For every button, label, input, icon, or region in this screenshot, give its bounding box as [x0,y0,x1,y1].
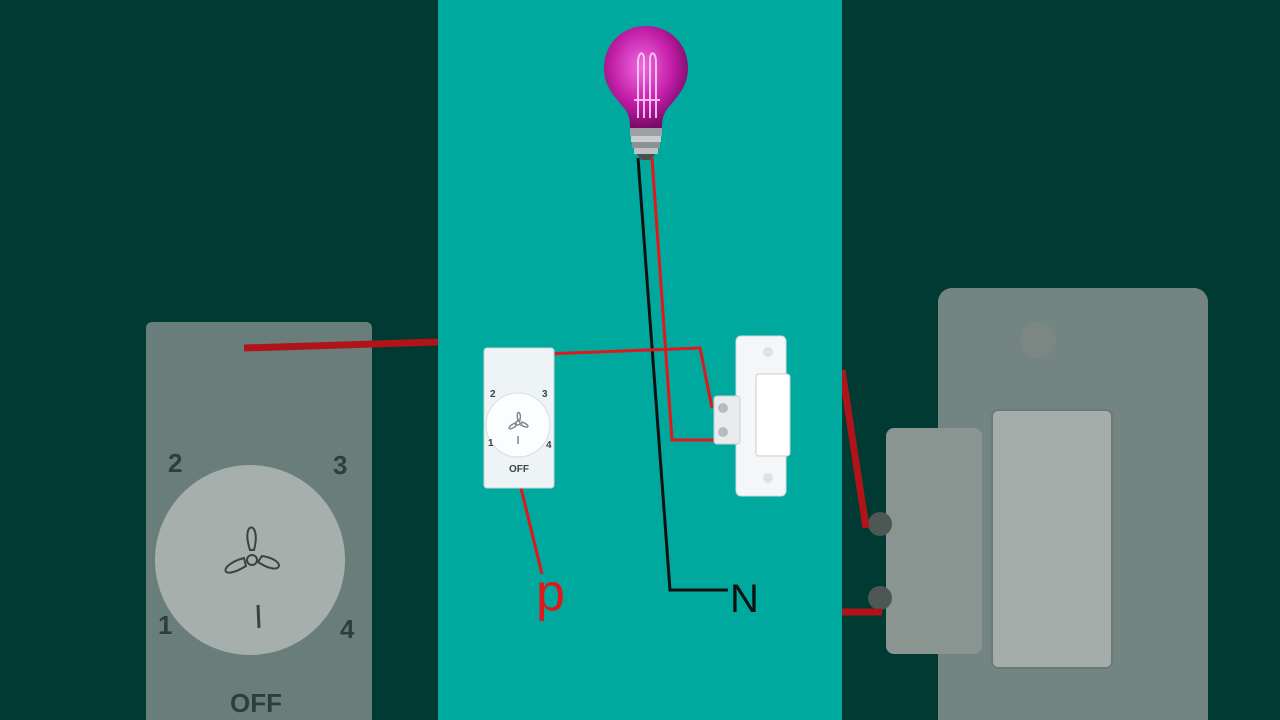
left-background-panel: 2 3 1 4 OFF [0,0,438,720]
zoomed-phase-wire [243,338,438,352]
light-bulb-icon [604,26,688,160]
zoomed-switch-rocker [991,409,1113,669]
zoomed-switch-screw [1020,322,1056,358]
zoomed-red-wire [842,369,870,529]
phase-label: p [536,564,565,622]
zoomed-switch-terminal [886,428,982,654]
marking-3: 3 [542,389,548,400]
marking-2: 2 [490,389,496,400]
regulator-to-switch-wire [517,346,714,409]
wiring-diagram: 2 3 1 4 OFF p N [438,0,842,720]
switch-icon [713,335,791,497]
right-zoomed-switch [842,288,1208,720]
marking-1: 1 [488,438,494,449]
switch-to-bulb-wire [650,157,716,442]
zoomed-fan-icon [224,526,280,574]
zoomed-marking-4: 4 [340,614,355,644]
right-background-panel [842,0,1280,720]
fan-regulator-icon [508,411,529,430]
left-zoomed-regulator: 2 3 1 4 OFF [146,322,438,720]
zoomed-off-label: OFF [230,688,282,718]
phase-supply-wire [518,483,544,575]
zoomed-marking-1: 1 [158,610,172,640]
neutral-wire [636,157,728,592]
marking-4: 4 [546,440,552,451]
fan-regulator: 2 3 1 4 OFF [483,347,555,489]
neutral-label: N [730,577,759,621]
zoomed-marking-3: 3 [333,450,347,480]
off-label: OFF [509,464,529,475]
wiring-diagram-canvas: 2 3 1 4 OFF p N [483,26,791,622]
zoomed-regulator-knob [155,465,345,655]
zoomed-marking-2: 2 [168,448,182,478]
